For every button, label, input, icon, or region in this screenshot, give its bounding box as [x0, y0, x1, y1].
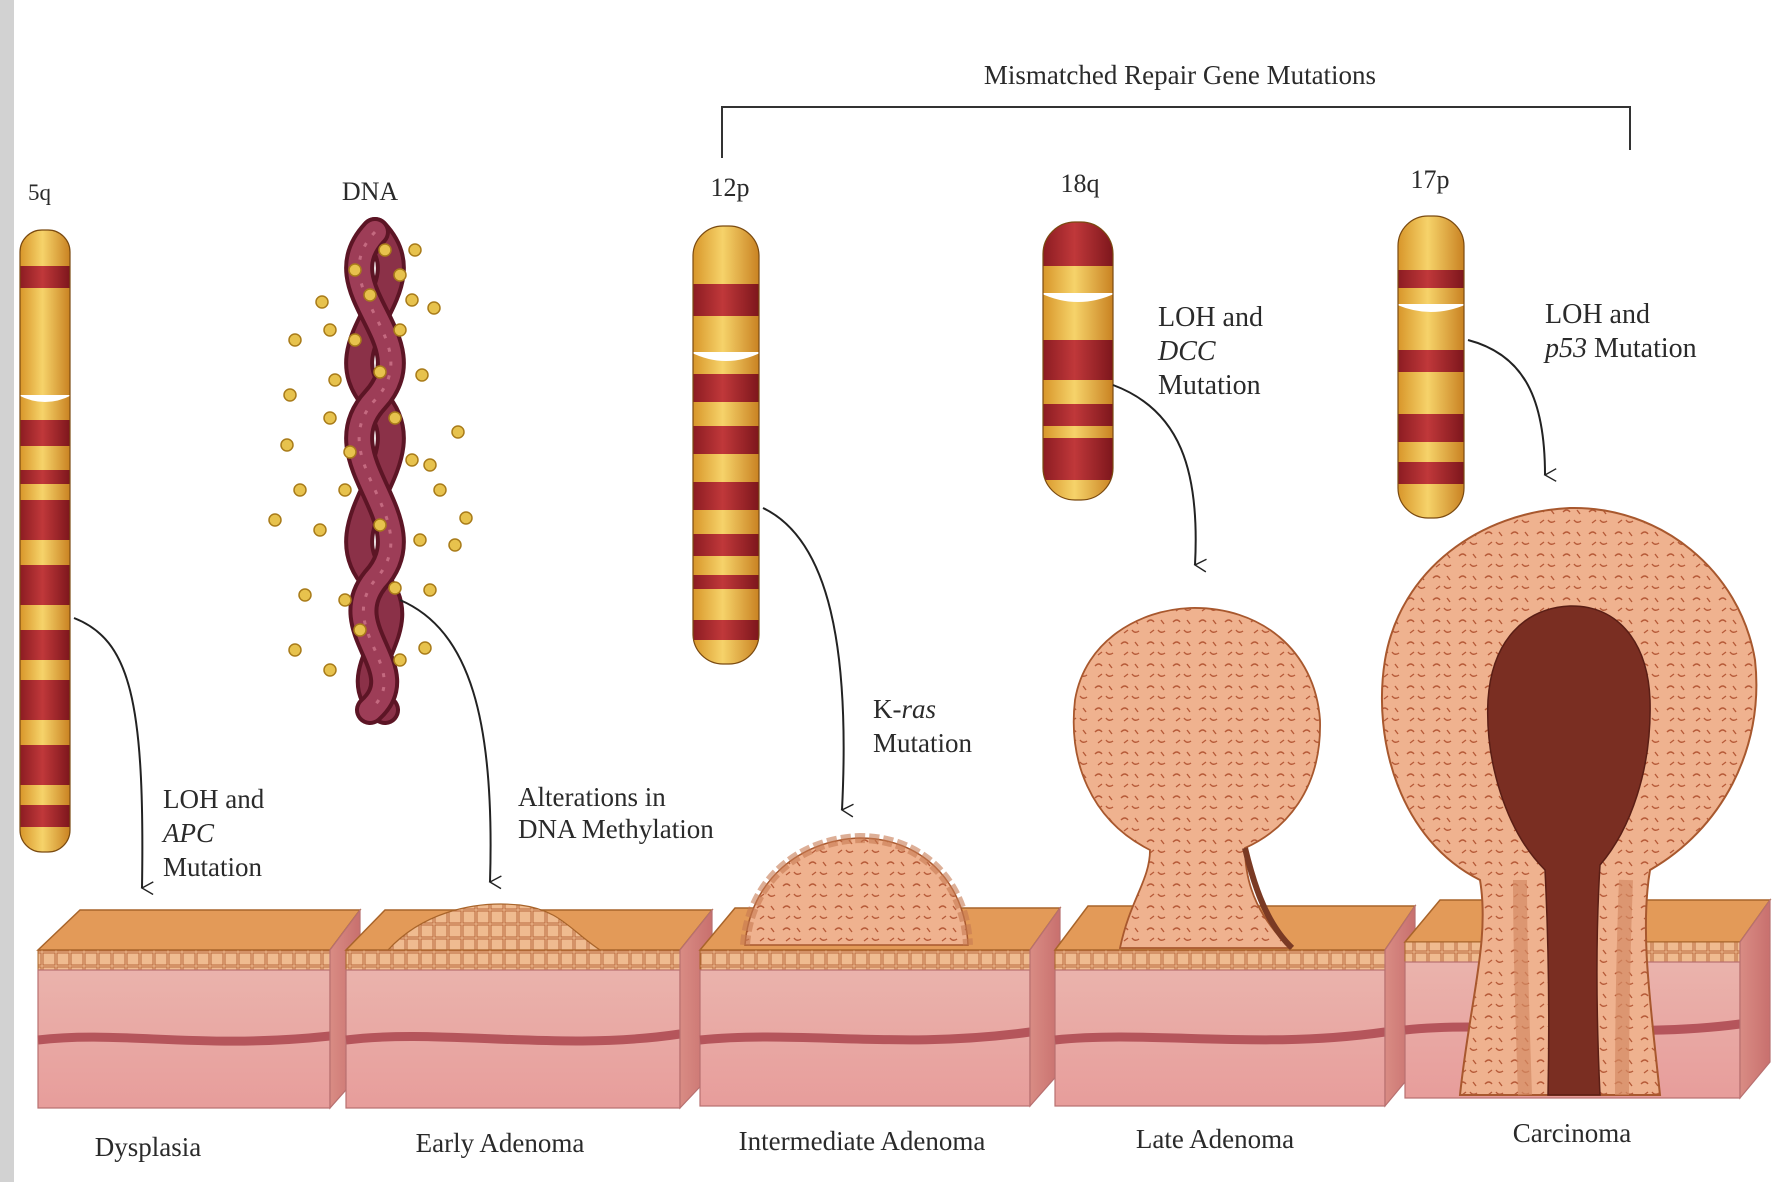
apc-label: LOH and APC Mutation: [161, 784, 271, 882]
dcc-label: LOH and DCC Mutation: [1157, 302, 1270, 401]
arrow-methylation: [400, 600, 491, 882]
chromosome-18q-label: 18q: [1061, 169, 1100, 198]
chromosome-18q: 18q: [1040, 169, 1116, 500]
methylation-label: Alterations in DNA Methylation: [518, 782, 714, 844]
arrow-p53: [1468, 340, 1545, 475]
tissue-block-early-adenoma: Early Adenoma: [346, 904, 712, 1158]
chromosome-17p-label: 17p: [1411, 165, 1450, 194]
arrow-kras: [763, 508, 844, 810]
arrow-dcc: [1113, 385, 1196, 565]
stage-label-carcinoma: Carcinoma: [1513, 1118, 1631, 1148]
stage-label-early-adenoma: Early Adenoma: [416, 1128, 585, 1158]
tissue-block-intermediate-adenoma: Intermediate Adenoma: [700, 838, 1060, 1156]
tissue-block-dysplasia: Dysplasia: [38, 910, 360, 1162]
chromosome-5q-label: 5q: [28, 180, 52, 205]
mutation-arrows: [74, 340, 1545, 888]
dna-label: DNA: [342, 177, 399, 206]
bracket-label: Mismatched Repair Gene Mutations: [984, 60, 1376, 90]
chromosome-12p: 12p: [690, 173, 762, 664]
tissue-block-carcinoma: Carcinoma: [1382, 508, 1770, 1148]
page-gutter: [0, 0, 14, 1182]
stage-label-dysplasia: Dysplasia: [95, 1132, 202, 1162]
chromosome-17p: 17p: [1395, 165, 1467, 518]
arrow-apc: [74, 618, 142, 888]
stage-label-intermediate-adenoma: Intermediate Adenoma: [739, 1126, 986, 1156]
p53-label: LOH and p53 Mutation: [1543, 299, 1697, 364]
chromosome-5q: 5q: [18, 180, 72, 852]
stage-label-late-adenoma: Late Adenoma: [1136, 1124, 1294, 1154]
chromosome-12p-label: 12p: [711, 173, 750, 202]
mismatch-repair-bracket: Mismatched Repair Gene Mutations: [722, 60, 1630, 158]
tissue-block-late-adenoma: Late Adenoma: [1055, 608, 1415, 1154]
kras-label: K-ras Mutation: [873, 694, 972, 758]
